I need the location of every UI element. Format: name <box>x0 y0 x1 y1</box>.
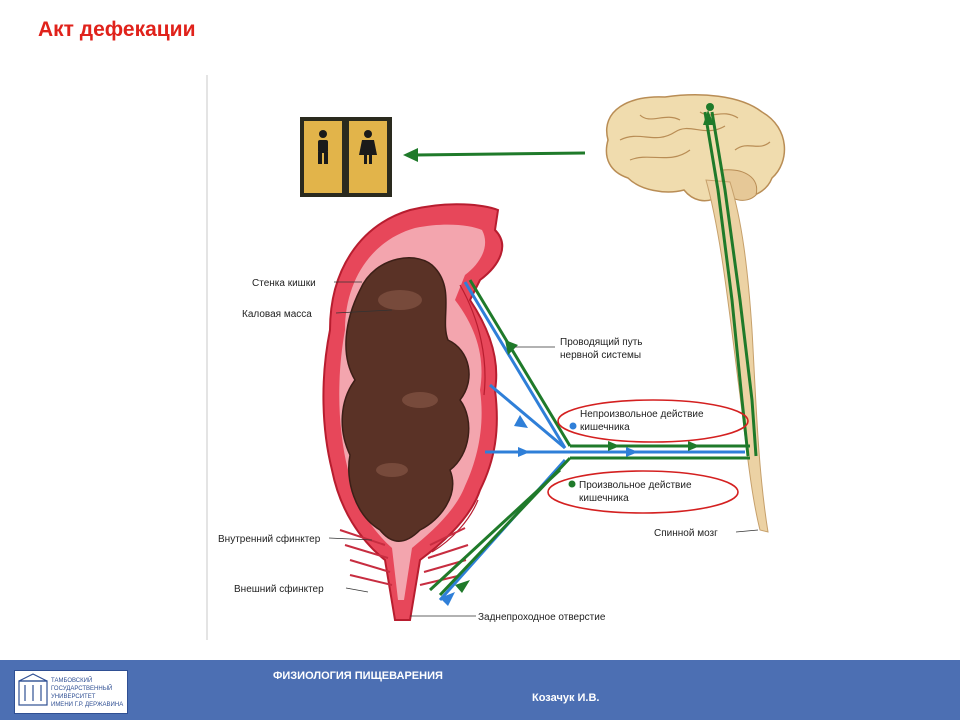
restroom-sign-icon <box>300 117 392 197</box>
label-voluntary-1: Произвольное действие <box>579 480 692 491</box>
involuntary-highlight <box>557 399 749 443</box>
man-icon <box>318 130 328 164</box>
footer-author: Козачук И.В. <box>532 692 600 704</box>
label-intestine-wall: Стенка кишки <box>252 278 316 289</box>
label-nerve-pathway-2: нервной системы <box>560 350 641 361</box>
involuntary-bullet <box>569 422 577 430</box>
label-fecal-mass: Каловая масса <box>242 309 312 320</box>
defecation-diagram: Стенка кишки Каловая масса Проводящий пу… <box>206 75 786 640</box>
label-involuntary-2: кишечника <box>580 422 630 433</box>
woman-icon <box>359 130 377 164</box>
efferent-pathways <box>428 279 750 597</box>
university-building-icon: ТАМБОВСКИЙ ГОСУДАРСТВЕННЫЙ УНИВЕРСИТЕТ И… <box>18 673 123 708</box>
slide-title: Акт дефекации <box>38 18 196 41</box>
logo-text-4: ИМЕНИ Г.Р. ДЕРЖАВИНА <box>51 702 123 708</box>
label-external-sphincter: Внешний сфинктер <box>234 583 324 595</box>
pathway-arrowheads <box>440 340 700 606</box>
voluntary-bullet <box>568 480 576 488</box>
voluntary-highlight <box>547 470 739 514</box>
brain-icon <box>605 94 786 202</box>
label-internal-sphincter: Внутренний сфинктер <box>218 533 321 545</box>
leader-lines <box>328 281 759 617</box>
logo-text-3: УНИВЕРСИТЕТ <box>51 694 96 700</box>
label-involuntary-1: Непроизвольное действие <box>580 409 704 420</box>
footer-subject: ФИЗИОЛОГИЯ ПИЩЕВАРЕНИЯ <box>273 670 443 682</box>
logo-text-2: ГОСУДАРСТВЕННЫЙ <box>51 684 112 692</box>
brain-to-sign-arrow <box>403 148 586 162</box>
label-nerve-pathway-1: Проводящий путь <box>560 337 643 348</box>
rectum <box>322 203 504 621</box>
footer-bar: ТАМБОВСКИЙ ГОСУДАРСТВЕННЫЙ УНИВЕРСИТЕТ И… <box>0 660 960 720</box>
label-voluntary-2: кишечника <box>579 493 629 504</box>
university-logo: ТАМБОВСКИЙ ГОСУДАРСТВЕННЫЙ УНИВЕРСИТЕТ И… <box>14 670 128 714</box>
label-spinal-cord: Спинной мозг <box>654 528 718 539</box>
spinal-nerve-pathways <box>703 110 758 457</box>
logo-text-1: ТАМБОВСКИЙ <box>51 676 92 684</box>
label-anus: Заднепроходное отверстие <box>478 612 606 623</box>
